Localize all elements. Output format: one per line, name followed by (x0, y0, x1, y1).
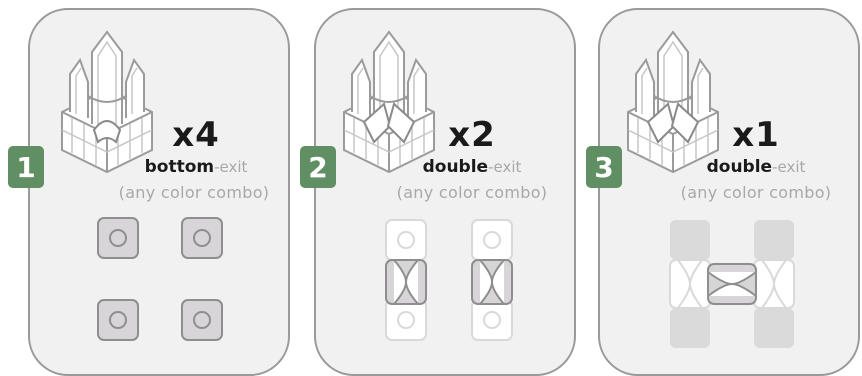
color-combo-note: (any color combo) (656, 183, 856, 202)
piece-count: x1 (676, 115, 836, 155)
exit-suffix: -exit (772, 158, 805, 176)
tile-layout-diagram (668, 218, 800, 354)
piece-count: x4 (116, 115, 276, 155)
tile-bottom-exit (182, 300, 222, 340)
color-combo-note: (any color combo) (372, 183, 572, 202)
tile-layout-diagram (384, 218, 516, 358)
color-combo-note: (any color combo) (94, 183, 294, 202)
piece-count: x2 (392, 115, 552, 155)
exit-type: double (707, 157, 772, 177)
exit-suffix: -exit (214, 158, 247, 176)
panel-step-2: x2 double-exit (any color combo) (314, 8, 576, 376)
exit-suffix: -exit (488, 158, 521, 176)
tile-bottom-exit (98, 300, 138, 340)
exit-type-label: double-exit (676, 157, 836, 177)
step-number-badge: 3 (586, 146, 622, 188)
panel-step-1: x4 bottom-exit (any color combo) (28, 8, 290, 376)
exit-type: double (423, 157, 488, 177)
tile-layout-diagram (96, 216, 226, 346)
tile-bottom-exit (98, 218, 138, 258)
tile-column (472, 220, 512, 340)
tile-bottom-exit (182, 218, 222, 258)
tile-column (386, 220, 426, 340)
step-number-badge: 1 (8, 146, 44, 188)
exit-type-label: double-exit (392, 157, 552, 177)
exit-type: bottom (145, 157, 215, 177)
panel-step-3: x1 double-exit (any color combo) (598, 8, 860, 376)
step-number-badge: 2 (300, 146, 336, 188)
center-double-exit-tile (708, 264, 756, 304)
exit-type-label: bottom-exit (116, 157, 276, 177)
